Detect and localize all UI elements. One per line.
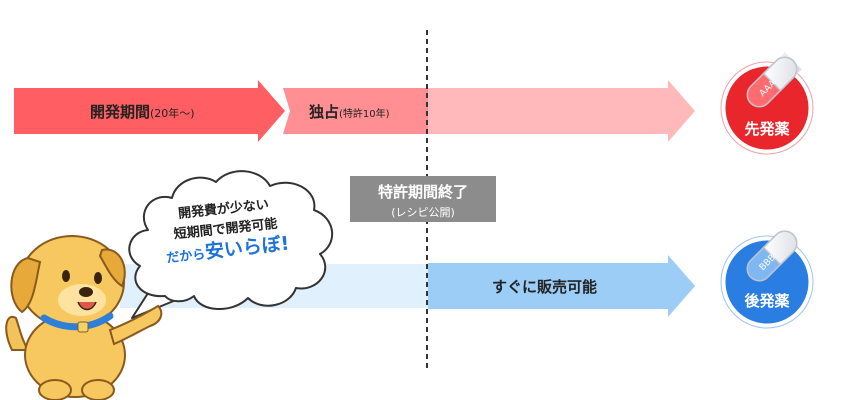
pill-capsule-icon: AAA bbox=[746, 52, 802, 108]
generic-drug-label: 後発薬 bbox=[744, 292, 790, 310]
generic-sales-label: すぐに販売可能 bbox=[492, 278, 598, 296]
bubble-line-3-prefix: だから bbox=[165, 247, 207, 267]
dev-period-arrow bbox=[14, 80, 285, 142]
monopoly-arrow bbox=[283, 88, 428, 134]
patent-expiry-note: (レシピ公開) bbox=[391, 206, 455, 219]
dev-period-label: 開発期間(20年〜) bbox=[90, 103, 195, 121]
original-drug-badge: AAA bbox=[720, 52, 814, 155]
original-drug-label: 先発薬 bbox=[744, 120, 790, 138]
monopoly-note: (特許10年) bbox=[339, 109, 390, 120]
dog-mascot bbox=[5, 235, 163, 400]
generic-sales-arrow bbox=[428, 255, 695, 317]
patent-expiry-box: 特許期間終了 (レシピ公開) bbox=[350, 176, 496, 222]
pill-capsule-icon: BBB bbox=[746, 230, 798, 282]
monopoly-label: 独占(特許10年) bbox=[309, 103, 390, 121]
post-patent-arrow-top bbox=[428, 80, 695, 142]
patent-expiry-title: 特許期間終了 bbox=[377, 183, 468, 201]
speech-bubble-text: 開発費が少ない 短期間で開発可能 だから安いらぼ! bbox=[161, 194, 291, 270]
dev-period-note: (20年〜) bbox=[150, 107, 195, 120]
speech-bubble bbox=[128, 170, 334, 319]
generic-drug-badge: BBB bbox=[720, 230, 814, 329]
